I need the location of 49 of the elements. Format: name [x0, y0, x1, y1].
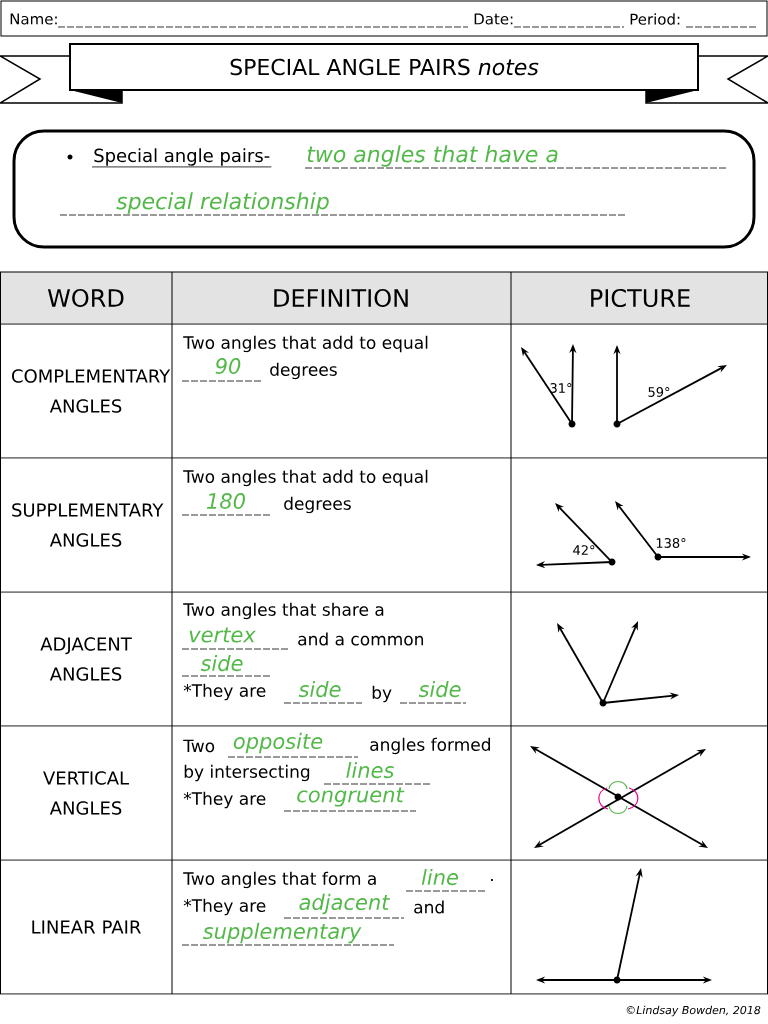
definition-text: . [491, 878, 493, 882]
term-text: VERTICAL ANGLES [43, 771, 129, 815]
definition-text: and [414, 900, 444, 914]
definition-text: Two angles that add to equal [183, 469, 428, 487]
handwritten-answer: 180 [207, 493, 245, 509]
term-text: COMPLEMENTARY ANGLES [12, 369, 171, 413]
definition-text: by [372, 685, 392, 703]
handwritten-answer: congruent [297, 787, 405, 807]
column-header: PICTURE [591, 288, 690, 308]
column-header: WORD [47, 288, 124, 308]
term-text: ADJACENT ANGLES [40, 637, 132, 681]
underlined-term: Special angle pairs- [91, 148, 272, 168]
definition-text: by intersecting [184, 764, 310, 782]
handwritten-answer: lines [346, 761, 394, 779]
definition-text: *They are [183, 791, 266, 809]
definition-text: degrees [270, 362, 337, 380]
handwritten-answer: two angles that have a [307, 145, 558, 167]
copyright-note: ©Lindsay Bowden, 2018 [626, 1005, 761, 1017]
definition-text: *They are [183, 898, 266, 916]
term-text: LINEAR PAIR [32, 920, 141, 934]
handwritten-answer: 90 [215, 358, 241, 374]
term-text: SUPPLEMENTARY ANGLES [12, 503, 164, 547]
angle-label: 31° [550, 383, 572, 393]
definition-text: Two angles that add to equal [183, 335, 428, 353]
definition-text: angles formed [370, 737, 490, 755]
handwritten-answer: supplementary [203, 922, 362, 944]
definition-text: and a common [298, 632, 423, 646]
handwritten-answer: vertex [189, 627, 256, 643]
handwritten-answer: side [298, 680, 341, 698]
definition-text: degrees [284, 496, 351, 514]
handwritten-answer: special relationship [116, 192, 329, 214]
field-label: Date: [474, 13, 513, 25]
handwritten-answer: line [421, 868, 459, 886]
field-label: Name: [10, 13, 57, 25]
angle-label: 42° [573, 545, 595, 555]
definition-text: Two [183, 739, 215, 753]
column-header: DEFINITION [274, 288, 408, 308]
title-banner: SPECIAL ANGLE PAIRS notes [0, 43, 768, 104]
bubble [12, 129, 756, 249]
angle-label: 138° [656, 538, 686, 548]
angle-label: 59° [648, 387, 670, 397]
definition-text: Two angles that form a [183, 871, 376, 889]
definition-text: *They are [183, 683, 266, 701]
field-label: Period: [630, 13, 680, 25]
handwritten-answer: opposite [233, 732, 323, 754]
handwritten-answer: side [200, 654, 243, 672]
definition-text: Two angles that share a [183, 602, 384, 620]
handwritten-answer: side [418, 680, 461, 698]
handwritten-answer: adjacent [299, 893, 391, 915]
